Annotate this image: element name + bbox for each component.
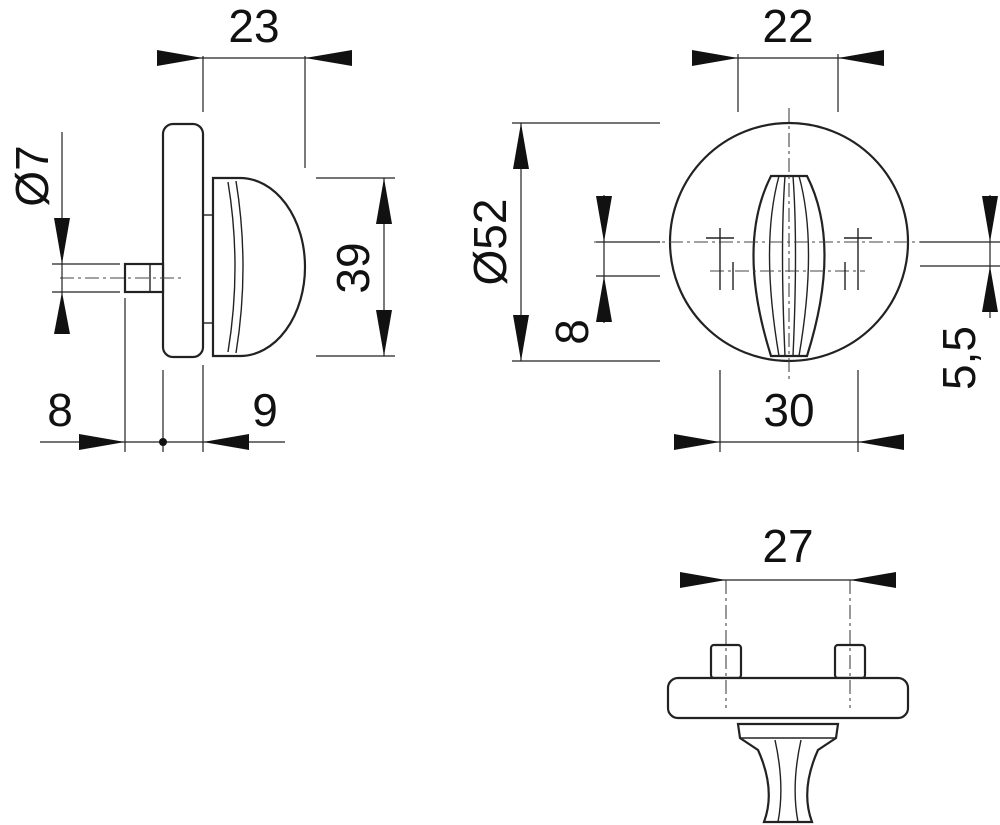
dim-center-slot: 8 bbox=[546, 319, 598, 345]
knob-grip-line bbox=[227, 181, 236, 353]
side-view: 23 Ø7 39 8 9 bbox=[6, 0, 395, 452]
knob-dome-side bbox=[211, 176, 307, 358]
dim-pin-length: 8 bbox=[47, 384, 73, 436]
dim-knob-height: 39 bbox=[327, 242, 379, 293]
dim-front-width-bottom: 30 bbox=[763, 384, 814, 436]
dim-bottom-width: 27 bbox=[762, 520, 813, 572]
bottom-view: 27 bbox=[666, 520, 910, 824]
dim-rose-diameter: Ø52 bbox=[464, 199, 516, 286]
dim-side-depth: 23 bbox=[228, 0, 279, 52]
rosette-plate-side bbox=[161, 122, 205, 359]
dim-pin-diameter: Ø7 bbox=[6, 145, 58, 206]
dim-front-width-top: 22 bbox=[762, 0, 813, 52]
turn-knob-bottom bbox=[736, 722, 840, 824]
knob-collar-side bbox=[202, 214, 214, 324]
dim-right-offset: 5,5 bbox=[933, 326, 985, 390]
knob-grip-line-2 bbox=[235, 180, 244, 354]
rose-plate-bottom bbox=[666, 676, 910, 720]
dim-knob-offset: 9 bbox=[252, 384, 278, 436]
front-view: 22 Ø52 8 5,5 30 bbox=[464, 0, 1000, 452]
